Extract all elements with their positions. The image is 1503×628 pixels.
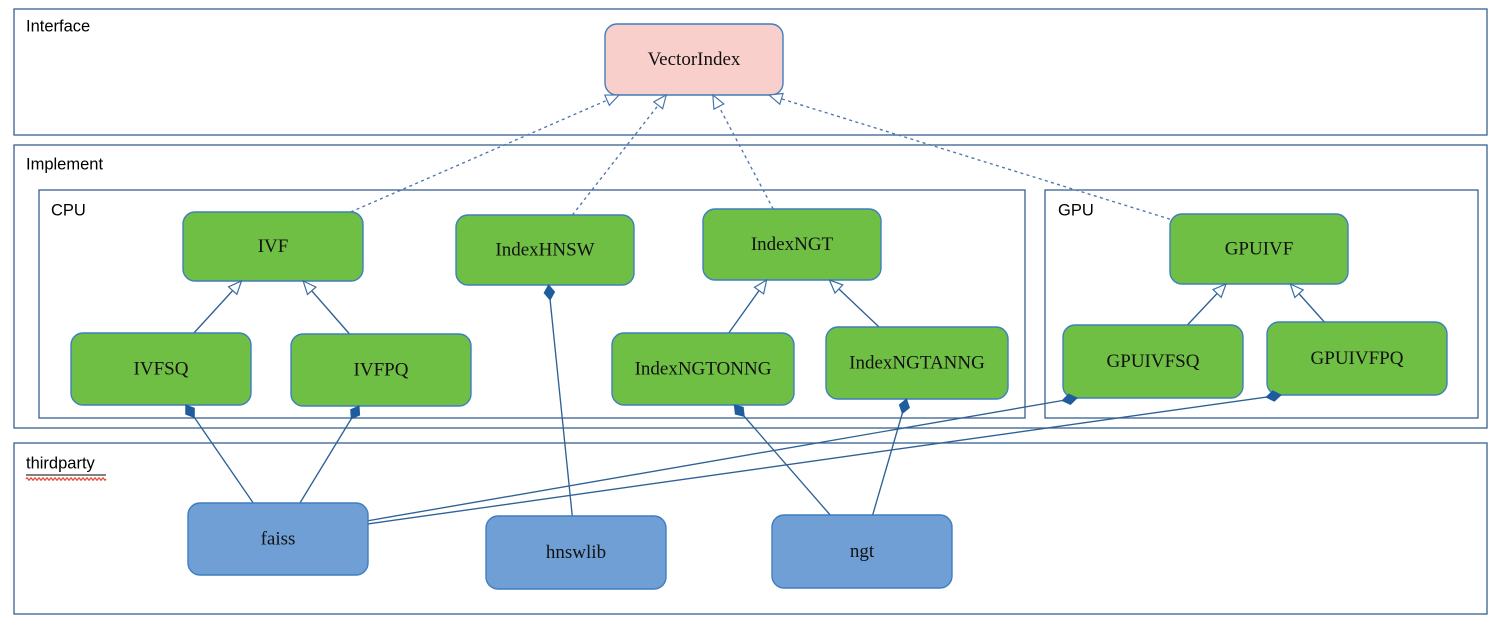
node-label-indexngtanng: IndexNGTANNG bbox=[849, 352, 985, 373]
node-label-ivfpq: IVFPQ bbox=[354, 359, 409, 380]
node-box-ivf bbox=[182, 211, 364, 282]
container-label-thirdparty: thirdparty bbox=[26, 454, 96, 472]
node-label-ivf: IVF bbox=[258, 236, 289, 257]
node-ivf[interactable]: IVF bbox=[182, 211, 364, 282]
node-indexngt[interactable]: IndexNGT bbox=[702, 208, 882, 281]
node-ivfsq[interactable]: IVFSQ bbox=[70, 332, 252, 406]
arrowhead-ivf-vectorindex bbox=[603, 94, 621, 107]
node-indexngtanng[interactable]: IndexNGTANNG bbox=[825, 326, 1009, 400]
edge-ngt-indexngtonng bbox=[733, 404, 831, 516]
container-label-gpu: GPU bbox=[1058, 201, 1094, 219]
diamond-hnswlib-indexhnsw bbox=[543, 284, 556, 301]
node-box-indexngtanng bbox=[825, 326, 1009, 400]
arrowhead-indexhnsw-vectorindex bbox=[652, 93, 668, 110]
diamond-faiss-ivfpq bbox=[350, 405, 361, 420]
edge-faiss-gpuivfsq bbox=[367, 397, 1078, 522]
node-indexhnsw[interactable]: IndexHNSW bbox=[455, 214, 635, 286]
node-box-gpuivf bbox=[1169, 213, 1349, 285]
container-label-implement: Implement bbox=[26, 155, 103, 173]
node-indexngtonng[interactable]: IndexNGTONNG bbox=[611, 332, 795, 406]
arrowhead-indexngt-vectorindex bbox=[712, 93, 725, 111]
node-gpuivfpq[interactable]: GPUIVFPQ bbox=[1266, 321, 1448, 396]
node-gpuivfsq[interactable]: GPUIVFSQ bbox=[1062, 324, 1244, 399]
node-label-indexngtonng: IndexNGTONNG bbox=[635, 358, 772, 379]
spellcheck-squiggle-thirdparty bbox=[25, 477, 107, 481]
diamond-faiss-ivfsq bbox=[185, 404, 195, 419]
node-box-indexngt bbox=[702, 208, 882, 281]
node-box-vectorindex bbox=[604, 23, 784, 96]
node-label-gpuivf: GPUIVF bbox=[1225, 238, 1294, 259]
edge-ngt-indexngtanng bbox=[872, 398, 908, 516]
edge-faiss-ivfpq bbox=[299, 405, 360, 504]
node-vectorindex[interactable]: VectorIndex bbox=[604, 23, 784, 96]
node-label-vectorindex: VectorIndex bbox=[648, 49, 741, 70]
container-label-cpu: CPU bbox=[51, 201, 86, 219]
container-label-interface: Interface bbox=[26, 17, 90, 35]
node-label-ivfsq: IVFSQ bbox=[134, 358, 189, 379]
node-hnswlib[interactable]: hnswlib bbox=[485, 515, 667, 590]
node-label-gpuivfsq: GPUIVFSQ bbox=[1107, 351, 1200, 372]
node-faiss[interactable]: faiss bbox=[187, 502, 369, 576]
arrowhead-gpuivfsq-gpuivf bbox=[1211, 282, 1228, 299]
node-label-indexhnsw: IndexHNSW bbox=[495, 239, 594, 260]
node-label-gpuivfpq: GPUIVFPQ bbox=[1311, 348, 1404, 369]
diamond-faiss-gpuivfpq bbox=[1265, 390, 1282, 402]
node-gpuivf[interactable]: GPUIVF bbox=[1169, 213, 1349, 285]
arrowhead-gpuivfpq-gpuivf bbox=[1289, 282, 1305, 299]
node-box-ngt bbox=[771, 514, 953, 589]
node-ivfpq[interactable]: IVFPQ bbox=[290, 333, 472, 407]
diamond-faiss-gpuivfsq bbox=[1061, 393, 1078, 406]
node-box-ivfsq bbox=[70, 332, 252, 406]
node-label-hnswlib: hnswlib bbox=[546, 542, 606, 563]
arrowheads-layer bbox=[185, 92, 1305, 420]
edge-ivf-vectorindex bbox=[350, 94, 620, 213]
node-box-gpuivfsq bbox=[1062, 324, 1244, 399]
arrowhead-indexngtonng-indexngt bbox=[753, 278, 768, 295]
arrowhead-ivfpq-ivf bbox=[302, 279, 318, 296]
edge-hnswlib-indexhnsw bbox=[547, 284, 573, 517]
arrowhead-indexngtanng-indexngt bbox=[828, 278, 844, 295]
node-box-ivfpq bbox=[290, 333, 472, 407]
node-box-indexhnsw bbox=[455, 214, 635, 286]
node-label-indexngt: IndexNGT bbox=[751, 234, 834, 255]
node-box-indexngtonng bbox=[611, 332, 795, 406]
node-box-faiss bbox=[187, 502, 369, 576]
node-label-ngt: ngt bbox=[850, 541, 875, 562]
edge-faiss-ivfsq bbox=[185, 404, 254, 504]
arrowhead-ivfsq-ivf bbox=[227, 279, 243, 296]
diamond-ngt-indexngtonng bbox=[733, 404, 745, 417]
node-ngt[interactable]: ngt bbox=[771, 514, 953, 589]
arrowhead-gpuivf-vectorindex bbox=[767, 92, 784, 106]
node-box-hnswlib bbox=[485, 515, 667, 590]
node-label-faiss: faiss bbox=[261, 528, 296, 549]
edge-indexngt-vectorindex bbox=[712, 94, 774, 210]
diamond-ngt-indexngtanng bbox=[898, 398, 910, 415]
edge-faiss-gpuivfpq bbox=[367, 394, 1282, 525]
node-box-gpuivfpq bbox=[1266, 321, 1448, 396]
